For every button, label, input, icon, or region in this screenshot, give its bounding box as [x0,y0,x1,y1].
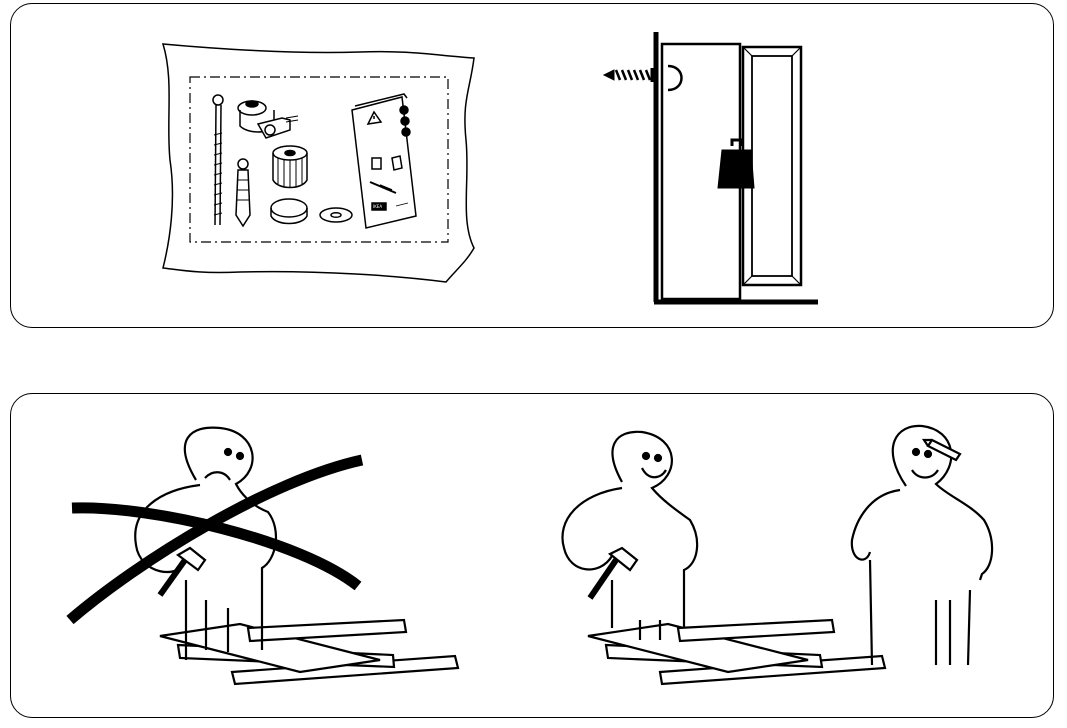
weight-icon [717,138,755,189]
knurled-cap-icon [272,145,308,189]
happy-two-people-icon [561,424,994,686]
happy-person-with-pencil [850,424,994,666]
hammer-icon-right [587,546,639,600]
round-foot-icon [270,198,308,225]
instruction-booklet-icon: IKEA [351,93,417,229]
wall-plug-icon [235,158,251,228]
booklet-brand-text: IKEA [373,204,382,209]
cam-fitting-icon [237,100,299,139]
hardware-bag-icon: IKEA [161,43,475,283]
happy-person-with-hammer [561,430,699,640]
hammer-icon-left [157,546,207,597]
washer-icon [319,207,353,223]
sad-person-alone-icon [66,426,460,686]
pencil-icon [921,438,962,462]
wall-anchor-door-icon [602,32,818,305]
long-screw-icon [212,94,224,226]
screw-arrow-icon [602,68,654,82]
planks-icon-left [159,618,460,686]
planks-icon-right [587,618,887,686]
